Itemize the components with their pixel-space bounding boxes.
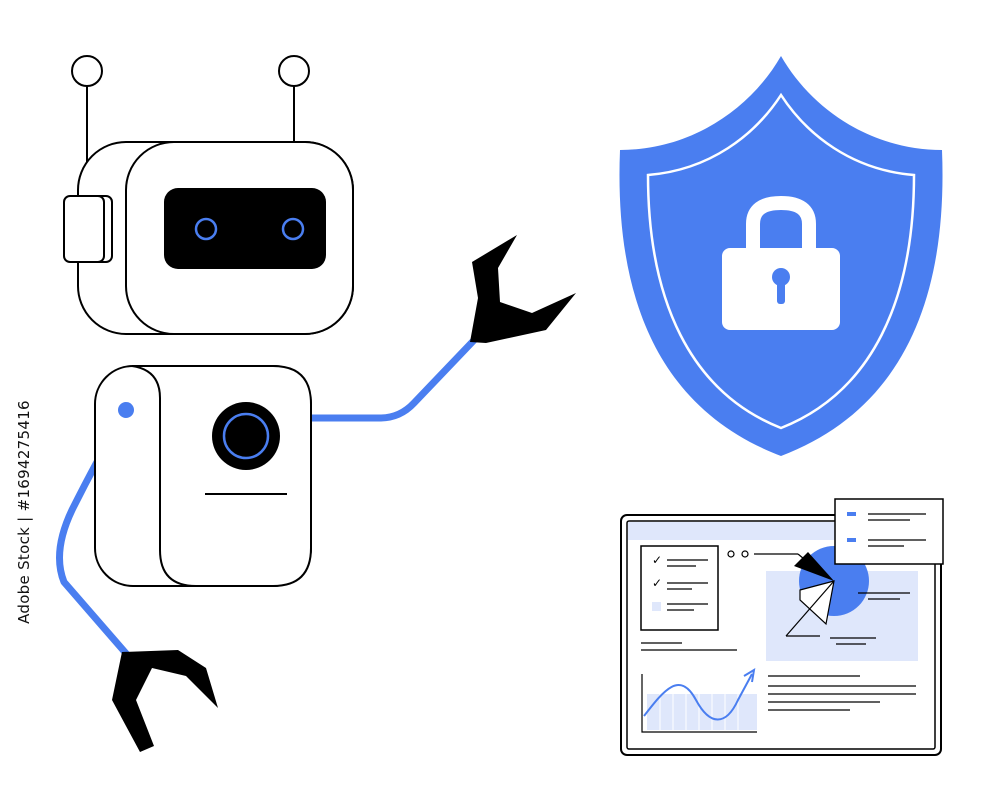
line-chart-icon: [641, 668, 757, 733]
stock-id-watermark: Adobe Stock | #1694275416: [15, 400, 33, 624]
robot-chest-button: [212, 402, 280, 470]
robot-shoulder-joint: [118, 402, 134, 418]
gripper-claw-right: [470, 235, 576, 343]
robot-antenna-right: [278, 55, 310, 142]
robot-head: [63, 141, 354, 335]
dashboard-text-block: [768, 675, 916, 711]
checklist-card: ✓ ✓: [640, 545, 719, 631]
robot-eye-left: [194, 217, 218, 241]
robot-ear: [63, 195, 113, 263]
shield-inner-outline: [646, 92, 916, 430]
robot-visor: [164, 188, 326, 269]
padlock-icon: [722, 195, 840, 330]
robot-body: [94, 365, 312, 587]
shield-lock-icon: [619, 56, 943, 456]
robot-eye-right: [281, 217, 305, 241]
checkbox-icon: [652, 602, 661, 611]
pie-chart-panel: [727, 546, 918, 661]
checkmark-icon: ✓: [652, 576, 662, 590]
analytics-dashboard-icon: ✓ ✓: [620, 498, 944, 756]
gripper-claw-left: [112, 650, 218, 752]
checkmark-icon: ✓: [652, 553, 662, 567]
robot-arm-right: [306, 235, 576, 422]
legend-popup: [834, 498, 944, 565]
robot-icon: [56, 55, 576, 752]
